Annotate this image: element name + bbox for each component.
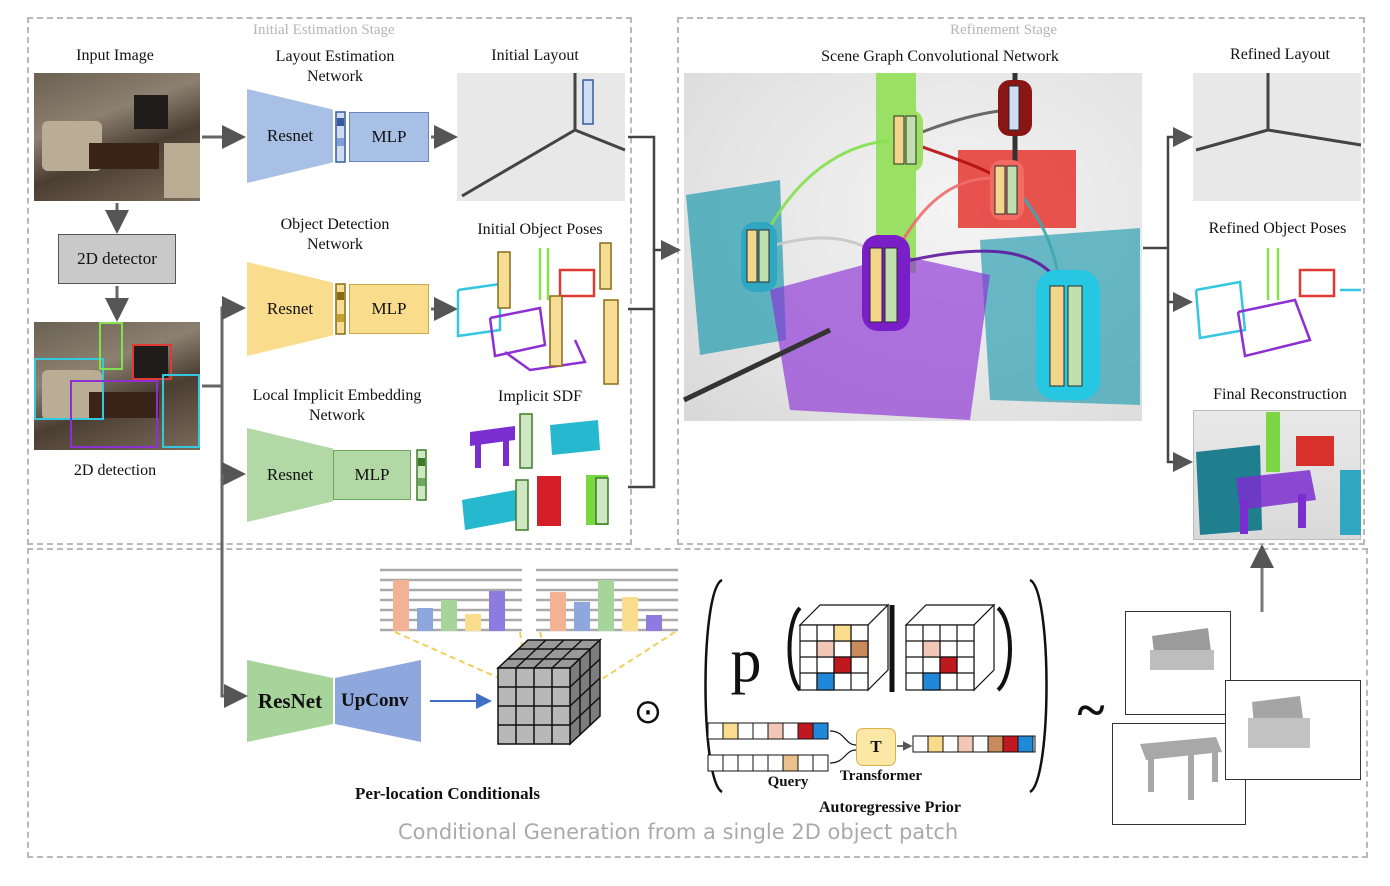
detection-mlp-label: MLP (371, 299, 407, 318)
initial-layout-label: Initial Layout (491, 47, 579, 64)
token-sequence-bottom (707, 754, 829, 772)
tilde-symbol: ~ (1077, 682, 1105, 739)
feature-vector-green (416, 449, 427, 501)
detection-network-title-line1: Object Detection (280, 216, 390, 233)
layout-mlp-label: MLP (371, 127, 407, 146)
layout-network-title-line1: Layout Estimation (275, 48, 395, 65)
refined-poses-drawing (1194, 248, 1361, 358)
layout-mlp-box: MLP (349, 112, 429, 162)
refinement-stage-frame (677, 17, 1365, 545)
initial-poses-drawing (456, 242, 619, 385)
histogram-left (380, 568, 522, 632)
input-image (34, 73, 200, 201)
layout-resnet-label: Resnet (266, 126, 314, 145)
implicit-network-title-line1: Local Implicit Embedding (252, 387, 422, 404)
feature-volume-cube (496, 638, 602, 746)
feature-vector-blue (335, 111, 346, 163)
feature-vector-yellow (335, 283, 346, 335)
left-arrows (105, 125, 248, 708)
conditional-generation-frame (27, 548, 1368, 858)
refined-layout-panel (1193, 73, 1361, 201)
token-sequence-output (912, 735, 1036, 753)
refined-object-poses-label: Refined Object Poses (1208, 220, 1347, 237)
prob-p: p (730, 627, 762, 695)
implicit-sdf-drawing (462, 413, 609, 531)
sofa-sample (1150, 628, 1214, 670)
detection-image (34, 322, 200, 450)
scene-graph-drawing (682, 73, 1140, 420)
voxel-cube-right (904, 603, 996, 692)
refinement-stage-title: Refinement Stage (950, 22, 1058, 38)
implicit-network-title-line2: Network (309, 407, 365, 424)
input-image-label: Input Image (76, 47, 154, 64)
autoregressive-label: Autoregressive Prior (818, 799, 962, 816)
table-sample (1140, 737, 1222, 800)
initial-layout-drawing (461, 73, 626, 198)
detection-network-title-line2: Network (307, 236, 363, 253)
query-label: Query (767, 774, 809, 790)
transformer-symbol: T (870, 737, 882, 756)
conditional-generation-title: Conditional Generation from a single 2D … (398, 820, 959, 844)
scene-graph-title: Scene Graph Convolutional Network (821, 48, 1059, 65)
per-location-label: Per-location Conditionals (355, 784, 540, 803)
armchair-sample (1248, 696, 1310, 748)
bottom-resnet-label: ResNet (257, 688, 323, 713)
2d-detector-label: 2D detector (77, 249, 157, 268)
initial-estimation-stage-title: Initial Estimation Stage (253, 22, 395, 38)
detection-mlp-box: MLP (349, 284, 429, 334)
initial-layout-panel (457, 73, 625, 201)
2d-detection-label: 2D detection (73, 462, 157, 479)
initial-estimation-stage-frame (27, 17, 632, 545)
histogram-right (536, 568, 678, 632)
bottom-upconv-label: UpConv (341, 690, 409, 711)
refined-layout-label: Refined Layout (1230, 46, 1330, 63)
initial-object-poses-label: Initial Object Poses (477, 221, 603, 238)
transformer-label: Transformer (839, 768, 923, 784)
layout-network-title-line2: Network (307, 68, 363, 85)
token-sequence-top (707, 722, 829, 740)
implicit-mlp-label: MLP (354, 465, 390, 484)
odot-symbol: ⊙ (633, 692, 663, 732)
implicit-mlp-box: MLP (333, 450, 411, 500)
implicit-sdf-label: Implicit SDF (497, 388, 582, 405)
detection-resnet-label: Resnet (266, 299, 314, 318)
final-reconstruction-drawing (1196, 412, 1361, 535)
voxel-cube-left (798, 603, 890, 692)
transformer-block: T (856, 728, 896, 766)
final-reconstruction-label: Final Reconstruction (1213, 386, 1347, 403)
table-sample-frame (1112, 723, 1246, 825)
implicit-resnet-label: Resnet (266, 465, 314, 484)
2d-detector-box: 2D detector (58, 234, 176, 284)
